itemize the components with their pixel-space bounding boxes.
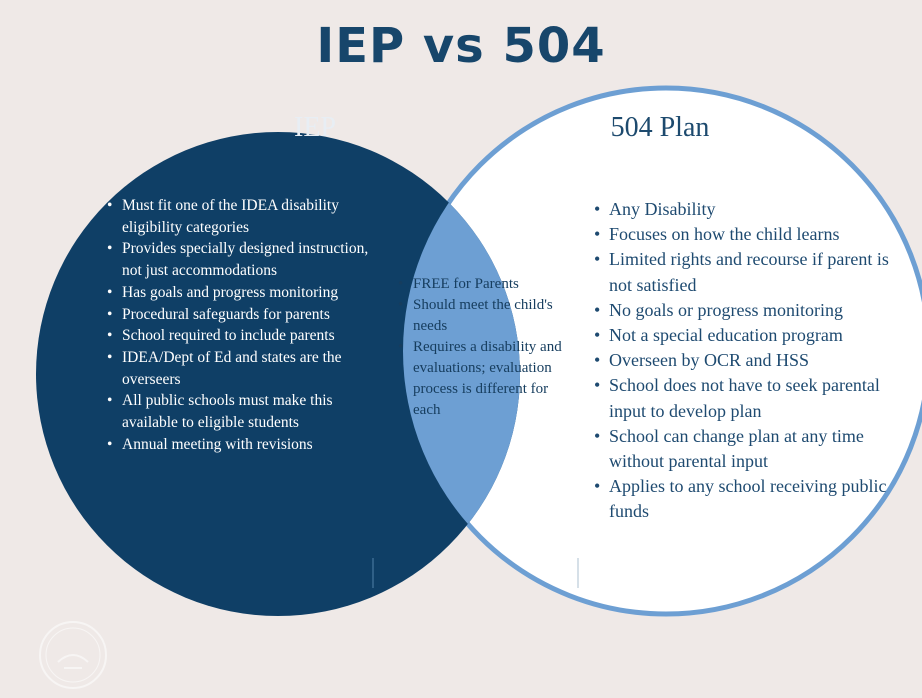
plan504-item: Focuses on how the child learns	[591, 222, 891, 247]
page-title: IEP vs 504	[316, 18, 606, 74]
iep-item: Must fit one of the IDEA disability elig…	[104, 195, 376, 238]
plan504-item: No goals or progress monitoring	[591, 298, 891, 323]
plan504-item: School does not have to seek parental in…	[591, 373, 891, 423]
shared-item: FREE for Parents	[395, 274, 573, 295]
shared-item: Requires a disability and evaluations; e…	[395, 337, 573, 421]
iep-list: Must fit one of the IDEA disability elig…	[104, 195, 376, 455]
plan504-item: School can change plan at any time witho…	[591, 424, 891, 474]
iep-item: All public schools must make this availa…	[104, 390, 376, 433]
plan504-item: Applies to any school receiving public f…	[591, 474, 891, 524]
iep-item: Annual meeting with revisions	[104, 434, 376, 456]
plan504-item: Not a special education program	[591, 323, 891, 348]
plan504-heading: 504 Plan	[610, 112, 710, 143]
iep-item: IDEA/Dept of Ed and states are the overs…	[104, 347, 376, 390]
plan504-list: Any Disability Focuses on how the child …	[591, 197, 891, 525]
plan504-item: Any Disability	[591, 197, 891, 222]
iep-item: School required to include parents	[104, 325, 376, 347]
watermark-logo	[39, 621, 107, 689]
iep-heading: IEP	[294, 112, 336, 143]
plan504-item: Limited rights and recourse if parent is…	[591, 247, 891, 297]
shared-item: Should meet the child's needs	[395, 295, 573, 337]
iep-item: Has goals and progress monitoring	[104, 282, 376, 304]
shared-list: FREE for Parents Should meet the child's…	[395, 274, 573, 421]
iep-item: Procedural safeguards for parents	[104, 304, 376, 326]
iep-item: Provides specially designed instruction,…	[104, 238, 376, 281]
plan504-item: Overseen by OCR and HSS	[591, 348, 891, 373]
